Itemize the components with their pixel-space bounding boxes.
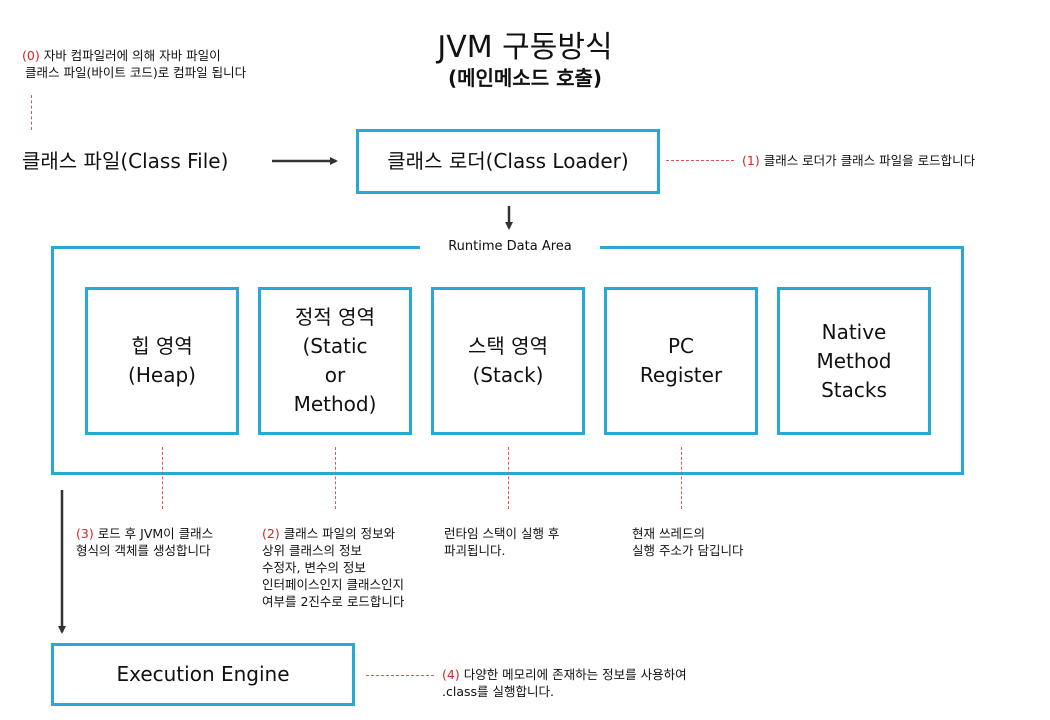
class-file-label: 클래스 파일(Class File) [22, 149, 229, 173]
pc-note: 현재 쓰레드의 실행 주소가 담깁니다 [632, 525, 743, 559]
note-4-line1: 다양한 메모리에 존재하는 정보를 사용하여 [459, 667, 687, 682]
note-3-line1: 로드 후 JVM이 클래스 [93, 526, 214, 541]
note-2-line2: 상위 클래스의 정보 [262, 543, 362, 558]
pc-note-connector [681, 447, 682, 509]
pc-note-line1: 현재 쓰레드의 [632, 526, 705, 541]
native-stacks-line3: Stacks [821, 377, 887, 402]
note-2-line3: 수정자, 변수의 정보 [262, 560, 366, 575]
method-area-line3: or [324, 363, 346, 387]
stack-area-line1: 스택 영역 [468, 334, 548, 358]
method-note-connector [335, 447, 336, 509]
pc-note-line2: 실행 주소가 담깁니다 [632, 543, 744, 558]
execution-engine-label: Execution Engine [116, 662, 290, 686]
method-area-box: 정적 영역 (Static or Method) [258, 287, 412, 435]
note-4-connector [366, 675, 434, 676]
note-4-line2: .class를 실행합니다. [442, 684, 554, 699]
method-area-line2: (Static [302, 334, 368, 358]
heap-area-line2: (Heap) [128, 363, 196, 387]
method-area-line4: Method) [293, 392, 377, 416]
note-4-number: (4) [442, 667, 460, 682]
note-1: (1) 클래스 로더가 클래스 파일을 로드합니다 [742, 152, 975, 169]
stack-area-line2: (Stack) [472, 363, 544, 387]
heap-area-box: 힙 영역 (Heap) [85, 287, 239, 435]
diagram-title: JVM 구동방식 [437, 30, 613, 65]
diagram-subtitle: (메인메소드 호출) [447, 66, 603, 90]
stack-note-line1: 런타임 스택이 실행 후 [444, 526, 560, 541]
note-0: (0) 자바 컴파일러에 의해 자바 파일이 클래스 파일(바이트 코드)로 컴… [22, 47, 246, 81]
note-0-connector [31, 95, 32, 130]
stack-note-connector [508, 447, 509, 509]
heap-area-line1: 힙 영역 [131, 334, 193, 358]
execution-engine-box: Execution Engine [51, 643, 355, 706]
pc-register-line1: PC [667, 334, 695, 358]
runtime-data-area-label: Runtime Data Area [420, 237, 600, 257]
note-0-line1: 자바 컴파일러에 의해 자바 파일이 [39, 48, 221, 63]
note-2: (2) 클래스 파일의 정보와 상위 클래스의 정보 수정자, 변수의 정보 인… [262, 525, 404, 610]
pc-register-box: PC Register [604, 287, 758, 435]
note-2-number: (2) [262, 526, 280, 541]
native-stacks-line2: Method [816, 348, 892, 373]
note-1-connector [666, 160, 734, 161]
note-1-number: (1) [742, 153, 760, 168]
note-2-line4: 인터페이스인지 클래스인지 [262, 577, 404, 592]
note-4: (4) 다양한 메모리에 존재하는 정보를 사용하여 .class를 실행합니다… [442, 666, 687, 700]
note-0-number: (0) [22, 48, 40, 63]
note-2-line1: 클래스 파일의 정보와 [279, 526, 396, 541]
native-stacks-line1: Native [821, 319, 887, 344]
note-3-line2: 형식의 객체를 생성합니다 [76, 543, 211, 558]
class-loader-box: 클래스 로더(Class Loader) [356, 129, 660, 194]
stack-note: 런타임 스택이 실행 후 파괴됩니다. [444, 525, 559, 559]
stack-area-box: 스택 영역 (Stack) [431, 287, 585, 435]
stack-note-line2: 파괴됩니다. [444, 543, 506, 558]
note-3: (3) 로드 후 JVM이 클래스 형식의 객체를 생성합니다 [76, 525, 213, 559]
note-1-line1: 클래스 로더가 클래스 파일을 로드합니다 [759, 153, 976, 168]
native-method-stacks-box: Native Method Stacks [777, 287, 931, 435]
note-3-number: (3) [76, 526, 94, 541]
pc-register-line2: Register [639, 363, 723, 387]
method-area-line1: 정적 영역 [295, 305, 375, 329]
note-2-line5: 여부를 2진수로 로드합니다 [262, 594, 405, 609]
note-0-line2: 클래스 파일(바이트 코드)로 컴파일 됩니다 [25, 65, 247, 80]
class-loader-label: 클래스 로더(Class Loader) [387, 149, 629, 173]
heap-note-connector [162, 447, 163, 509]
